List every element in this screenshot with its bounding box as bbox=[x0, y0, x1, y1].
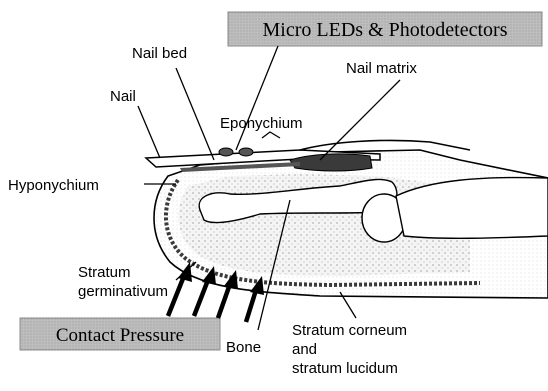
label-nail: Nail bbox=[110, 88, 136, 105]
label-stratum-corneum-3: stratum lucidum bbox=[292, 360, 398, 377]
eponychium-fold bbox=[300, 140, 470, 150]
label-stratum-corneum-2: and bbox=[292, 341, 317, 358]
label-stratum-germ-2: germinativum bbox=[78, 283, 168, 300]
label-stratum-corneum-1: Stratum corneum bbox=[292, 322, 407, 339]
micro-led-2 bbox=[239, 148, 253, 156]
leader-nail-bed bbox=[176, 68, 214, 160]
leader-eponychium bbox=[262, 132, 280, 138]
contact-pressure-highlight-label: Contact Pressure bbox=[56, 325, 184, 346]
label-nail-matrix: Nail matrix bbox=[346, 60, 417, 77]
leader-micro-led bbox=[236, 46, 278, 150]
micro-led-highlight-label: Micro LEDs & Photodetectors bbox=[263, 19, 508, 41]
leader-nail-matrix bbox=[320, 80, 400, 160]
label-eponychium: Eponychium bbox=[220, 115, 303, 132]
label-nail-bed: Nail bed bbox=[132, 45, 187, 62]
label-hyponychium: Hyponychium bbox=[8, 177, 99, 194]
label-stratum-germ-1: Stratum bbox=[78, 264, 131, 281]
micro-led-1 bbox=[219, 148, 233, 156]
leader-nail bbox=[138, 106, 160, 158]
label-bone: Bone bbox=[226, 339, 261, 356]
